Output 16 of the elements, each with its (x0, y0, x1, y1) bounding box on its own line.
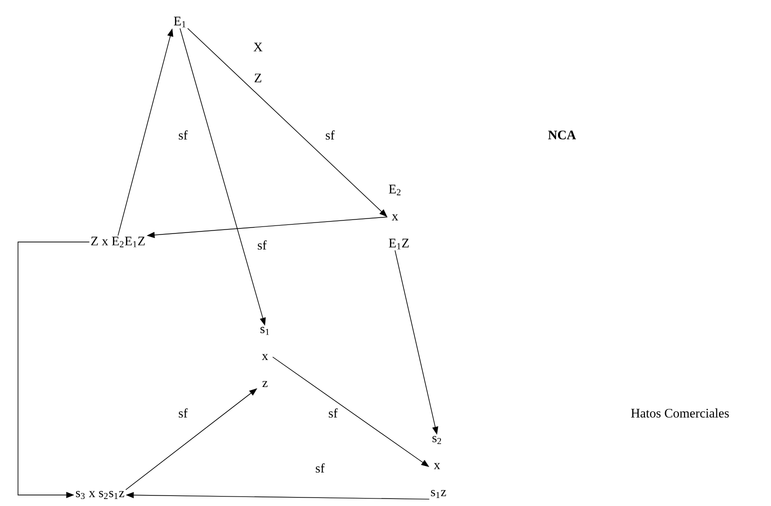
label: NCA (548, 130, 576, 140)
cross-label: E$_{1}$ (174, 16, 186, 28)
label: X (254, 42, 262, 52)
label: Z (254, 74, 262, 82)
cross-label: Z x E$_{2}$E$_{1}$Z (91, 236, 145, 248)
label: sf (178, 130, 188, 140)
cross-label: s$_{1}$ x z (260, 326, 269, 388)
cross-label: s$_{3}$ x s$_{2}$s$_{1}$z (76, 490, 124, 500)
label: sf (178, 408, 188, 418)
cross-label: s$_{2}$ x s$_{1}$z (431, 436, 446, 498)
label: sf (258, 240, 267, 250)
label: sf (316, 463, 325, 473)
label: Hatos Comerciales (631, 408, 729, 418)
label: sf (328, 408, 338, 418)
label: sf (326, 130, 335, 140)
cross-label: E$_{2}$ x E$_{1}$Z (388, 184, 409, 250)
